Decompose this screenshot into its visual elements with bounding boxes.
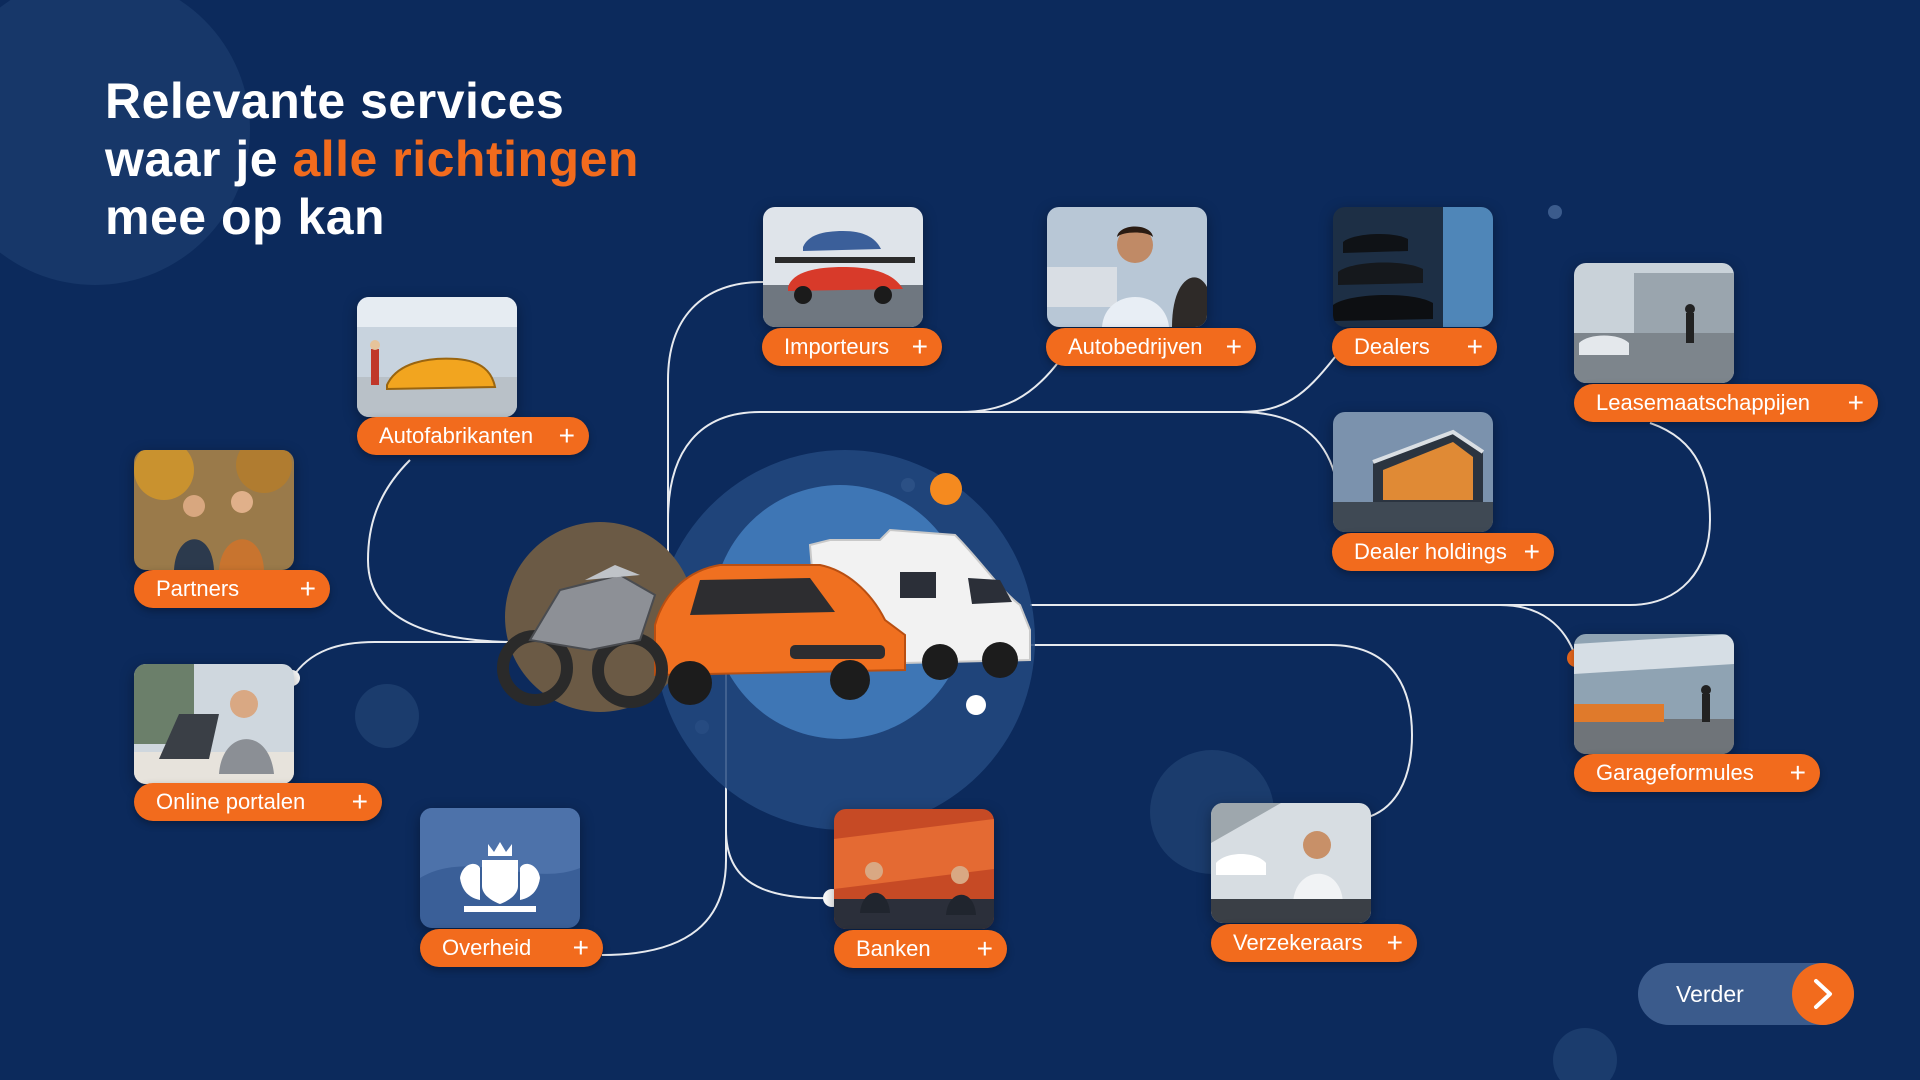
bank-meeting-photo[interactable] <box>834 809 994 929</box>
laptop-user-photo[interactable] <box>134 664 294 784</box>
garage-photo[interactable] <box>1574 634 1734 754</box>
service-button-garageformules[interactable]: Garageformules + <box>1574 754 1820 792</box>
car-transporter-photo[interactable] <box>763 207 923 327</box>
showroom-cars-photo[interactable] <box>1333 207 1493 327</box>
service-label: Dealers <box>1354 334 1430 359</box>
service-button-banken[interactable]: Banken + <box>834 930 1007 968</box>
service-button-online-portalen[interactable]: Online portalen + <box>134 783 382 821</box>
service-label: Banken <box>856 936 931 961</box>
handshake-photo[interactable] <box>134 450 294 570</box>
chevron-right-icon <box>1792 963 1854 1025</box>
service-label: Importeurs <box>784 334 890 359</box>
page-title: Relevante services waar je alle richting… <box>105 72 639 246</box>
plus-icon: + <box>299 573 316 604</box>
motorcycle-icon <box>497 565 668 708</box>
plus-icon: + <box>1847 387 1864 418</box>
title-line-2-prefix: waar je <box>105 131 293 187</box>
hatchback-car-icon <box>654 564 906 705</box>
service-label: Autofabrikanten <box>379 423 534 448</box>
next-button[interactable]: Verder <box>1638 963 1854 1025</box>
coat-of-arms-photo[interactable] <box>420 808 580 928</box>
service-label: Overheid <box>442 935 532 960</box>
plus-icon: + <box>1225 331 1242 362</box>
service-label: Leasemaatschappijen <box>1596 390 1811 415</box>
title-line-1: Relevante services <box>105 73 565 129</box>
plus-icon: + <box>572 932 589 963</box>
service-label: Verzekeraars <box>1233 930 1363 955</box>
service-button-importeurs[interactable]: Importeurs + <box>762 328 942 366</box>
plus-icon: + <box>1523 536 1540 567</box>
plus-icon: + <box>1386 927 1403 958</box>
service-label: Autobedrijven <box>1068 334 1203 359</box>
plus-icon: + <box>351 786 368 817</box>
service-label: Dealer holdings <box>1354 539 1507 564</box>
service-button-verzekeraars[interactable]: Verzekeraars + <box>1211 924 1417 962</box>
title-accent: alle richtingen <box>292 131 639 187</box>
plus-icon: + <box>1789 757 1806 788</box>
lease-parking-photo[interactable] <box>1574 263 1734 383</box>
plus-icon: + <box>1466 331 1483 362</box>
service-button-leasemaatschappijen[interactable]: Leasemaatschappijen + <box>1574 384 1878 422</box>
service-label: Garageformules <box>1596 760 1754 785</box>
insurance-agent-photo[interactable] <box>1211 803 1371 923</box>
dealer-building-photo[interactable] <box>1333 412 1493 532</box>
next-button-label: Verder <box>1676 981 1744 1007</box>
plus-icon: + <box>558 420 575 451</box>
service-button-autobedrijven[interactable]: Autobedrijven + <box>1046 328 1256 366</box>
service-button-partners[interactable]: Partners + <box>134 570 330 608</box>
title-line-3: mee op kan <box>105 189 386 245</box>
service-label: Partners <box>156 576 240 601</box>
car-factory-photo[interactable] <box>357 297 517 417</box>
service-button-dealers[interactable]: Dealers + <box>1332 328 1497 366</box>
plus-icon: + <box>976 933 993 964</box>
plus-icon: + <box>911 331 928 362</box>
service-label: Online portalen <box>156 789 306 814</box>
title-line-2: waar je alle richtingen <box>105 130 639 188</box>
salesman-photo[interactable] <box>1047 207 1207 327</box>
service-button-overheid[interactable]: Overheid + <box>420 929 603 967</box>
service-button-dealer-holdings[interactable]: Dealer holdings + <box>1332 533 1554 571</box>
service-button-autofabrikanten[interactable]: Autofabrikanten + <box>357 417 589 455</box>
